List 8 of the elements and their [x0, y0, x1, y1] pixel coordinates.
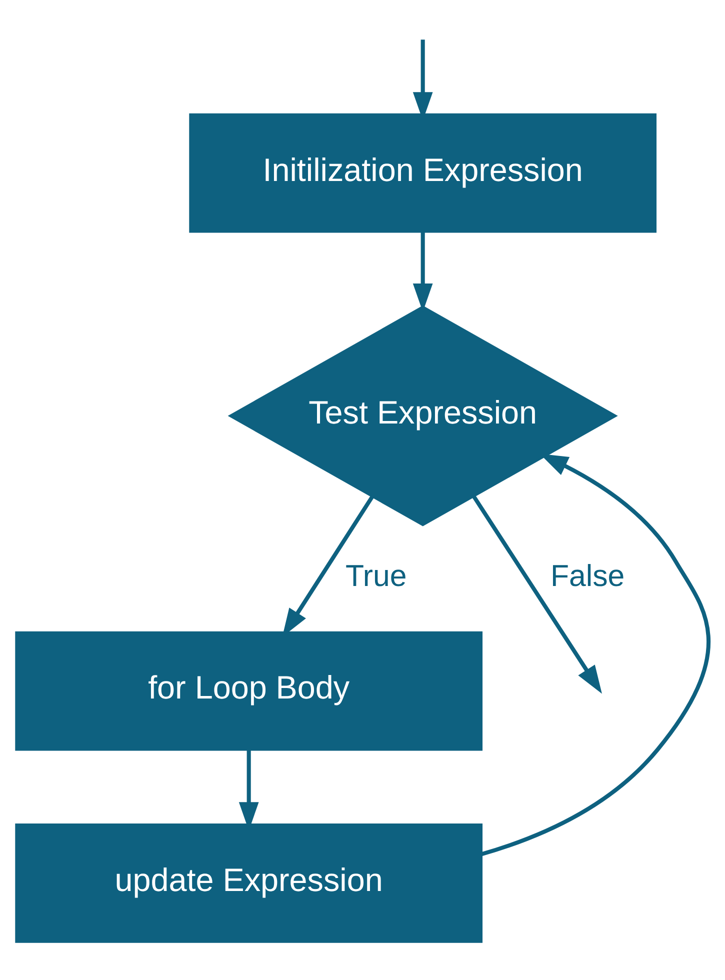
node-diamond: Test Expression — [228, 305, 618, 526]
node-box: update Expression — [15, 824, 483, 943]
arrow — [481, 454, 710, 856]
edge-label: True — [346, 560, 407, 593]
node-box: Initilization Expression — [189, 113, 657, 233]
arrow — [472, 495, 602, 694]
node-box: for Loop Body — [15, 631, 483, 751]
edge-label: False — [550, 560, 625, 593]
